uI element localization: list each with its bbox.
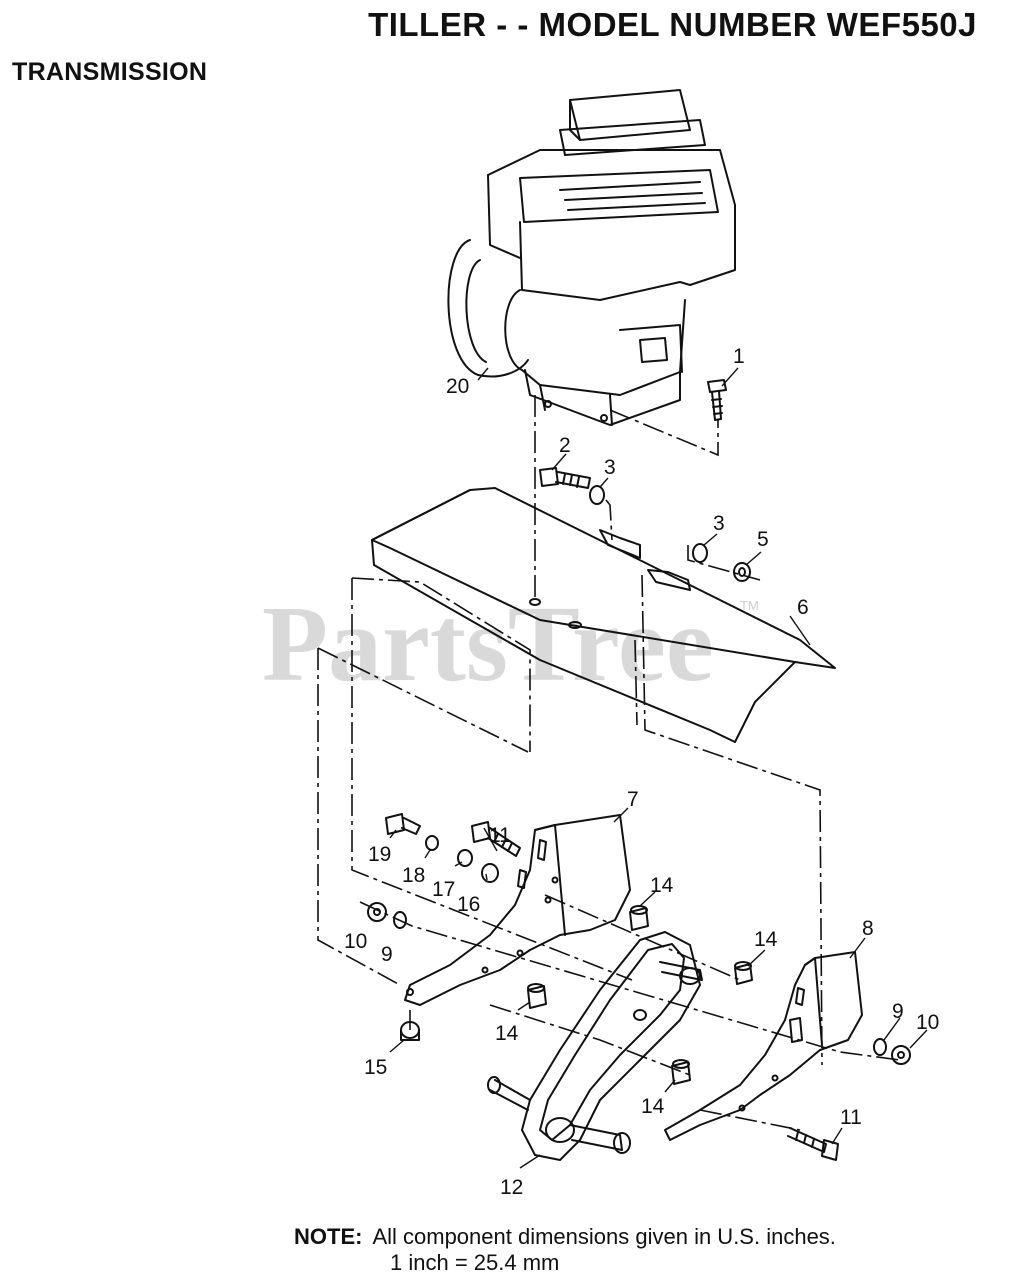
callout-20: 20 xyxy=(446,375,469,398)
washer-part-9a xyxy=(393,911,407,929)
spacer-part-14d xyxy=(671,1059,691,1085)
section-heading: TRANSMISSION xyxy=(12,58,208,86)
callout-14c: 14 xyxy=(495,1022,519,1045)
callout-14a: 14 xyxy=(650,874,674,897)
callout-16: 16 xyxy=(457,893,480,916)
page-title: TILLER - - MODEL NUMBER WEF550J xyxy=(368,6,977,43)
dimension-note: NOTE: All component dimensions given in U… xyxy=(294,1224,836,1276)
callout-11a: 11 xyxy=(489,824,511,847)
callout-1: 1 xyxy=(733,345,745,368)
assembly-lines xyxy=(317,395,901,1131)
washer-part-9b xyxy=(873,1038,887,1056)
callout-2: 2 xyxy=(559,434,571,457)
watermark-trademark: TM xyxy=(740,598,759,613)
callout-14d: 14 xyxy=(641,1095,665,1118)
washer-part-18 xyxy=(425,835,439,851)
bracket-part-8 xyxy=(664,951,863,1141)
washer-part-3a xyxy=(589,485,605,505)
callout-12: 12 xyxy=(500,1176,523,1199)
nut-part-10a xyxy=(367,902,387,922)
callout-6: 6 xyxy=(797,596,809,619)
note-line-1: All component dimensions given in U.S. i… xyxy=(372,1224,836,1249)
watermark-text: PartsTree xyxy=(262,585,714,704)
spacer-part-14c xyxy=(527,983,547,1009)
callout-11b: 11 xyxy=(840,1106,862,1129)
callout-3a: 3 xyxy=(604,456,616,479)
callout-10b: 10 xyxy=(916,1011,939,1034)
bolt-part-19 xyxy=(385,813,421,835)
callout-9a: 9 xyxy=(381,943,393,966)
callout-17: 17 xyxy=(432,878,455,901)
nut-part-5 xyxy=(733,562,751,582)
callout-5: 5 xyxy=(757,528,769,551)
callout-7: 7 xyxy=(627,788,639,811)
nut-part-10b xyxy=(891,1045,911,1065)
callout-15: 15 xyxy=(364,1056,387,1079)
tine-shield-part-6 xyxy=(371,487,836,743)
callout-18: 18 xyxy=(402,864,425,887)
washer-part-3b xyxy=(692,543,708,563)
note-line-2: 1 inch = 25.4 mm xyxy=(390,1250,560,1275)
note-label: NOTE: xyxy=(294,1224,363,1249)
bolt-part-2 xyxy=(539,467,591,489)
callout-19: 19 xyxy=(368,843,391,866)
bolt-part-11b xyxy=(787,1127,839,1161)
bolt-part-1 xyxy=(707,379,727,421)
washer-part-17 xyxy=(457,849,473,867)
bracket-part-7 xyxy=(404,814,631,1006)
callout-3b: 3 xyxy=(713,512,725,535)
callout-14b: 14 xyxy=(754,928,778,951)
callout-8: 8 xyxy=(862,917,874,940)
engine-part xyxy=(447,89,736,426)
transmission-part-12 xyxy=(487,931,703,1161)
washer-part-16 xyxy=(481,863,499,883)
leader-lines xyxy=(389,367,928,1169)
callout-9b: 9 xyxy=(892,1000,904,1023)
spacer-part-14a xyxy=(629,905,649,931)
callout-10a: 10 xyxy=(344,930,367,953)
